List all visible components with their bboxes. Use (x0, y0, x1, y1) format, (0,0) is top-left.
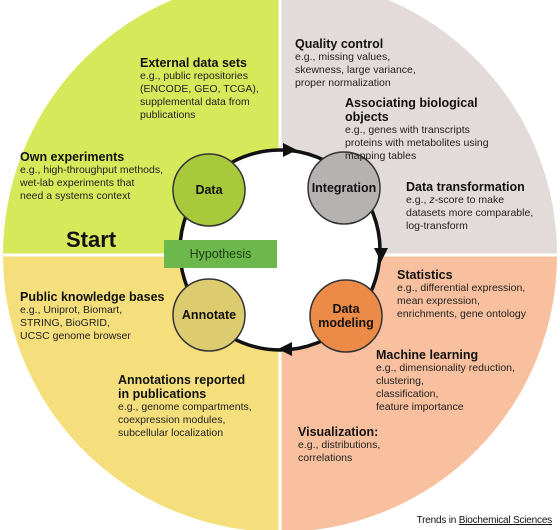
hypothesis-label: Hypothesis (189, 247, 252, 261)
section-machine-title: Machine learning (376, 348, 479, 362)
section-visualization-title: Visualization: (298, 425, 379, 439)
section-external-title: External data sets (140, 56, 247, 70)
section-statistics-body: e.g., differential expression, mean expr… (397, 282, 526, 320)
hypothesis-box: Hypothesis (164, 240, 277, 268)
section-external-data: External data sets e.g., public reposito… (140, 56, 280, 122)
start-label: Start (66, 227, 117, 252)
section-visualization: Visualization: e.g., distributions, corr… (298, 425, 448, 465)
transformation-body-italic: z (429, 194, 435, 206)
section-machine-body: e.g., dimensionality reduction, clusteri… (376, 362, 515, 413)
section-quality-control: Quality control e.g., missing values, sk… (295, 37, 455, 90)
section-statistics-title: Statistics (397, 268, 453, 282)
section-annotations-body: e.g., genome compartments, coexpression … (118, 401, 252, 439)
footer-journal: Biochemical Sciences (458, 515, 552, 526)
section-machine-learning: Machine learning e.g., dimensionality re… (376, 348, 556, 414)
section-annotations-title: Annotations reported in publications (118, 373, 246, 401)
footer-prefix: Trends in (416, 515, 459, 526)
section-public-knowledge: Public knowledge bases e.g., Uniprot, Bi… (20, 290, 180, 343)
section-annotations: Annotations reported in publications e.g… (118, 373, 283, 440)
section-own-experiments: Own experiments e.g., high-throughput me… (20, 150, 190, 203)
section-own-body: e.g., high-throughput methods, wet-lab e… (20, 164, 164, 202)
node-data-label: Data (195, 183, 223, 197)
section-associating-body: e.g., genes with transcripts proteins wi… (345, 124, 489, 162)
section-associating: Associating biological objects e.g., gen… (345, 96, 520, 163)
node-data (172, 153, 246, 227)
section-transformation-body: e.g., z-score to make datasets more comp… (406, 194, 556, 233)
node-integration (307, 151, 381, 225)
node-annotate-label: Annotate (181, 308, 237, 322)
node-modeling-label-line2: modeling (318, 316, 374, 330)
cycle-arrow-right (374, 248, 388, 262)
section-own-title: Own experiments (20, 150, 125, 164)
section-transformation-title: Data transformation (406, 180, 525, 194)
node-modeling-label-line1: Data (332, 302, 360, 316)
cycle-arrow-top (283, 143, 297, 157)
cycle-arrow-bottom (278, 342, 292, 356)
section-statistics: Statistics e.g., differential expression… (397, 268, 557, 321)
footer-credit: Trends in Biochemical Sciences (416, 515, 553, 526)
node-integration-label: Integration (311, 181, 377, 195)
section-visualization-body: e.g., distributions, correlations (298, 439, 381, 464)
section-data-transformation: Data transformation e.g., z-score to mak… (406, 180, 556, 233)
section-quality-body: e.g., missing values, skewness, large va… (295, 51, 416, 89)
node-data-modeling (309, 279, 383, 353)
section-quality-title: Quality control (295, 37, 384, 51)
section-public-body: e.g., Uniprot, Biomart, STRING, BioGRID,… (20, 304, 131, 342)
node-annotate (172, 278, 246, 352)
transformation-body-prefix: e.g., (406, 194, 430, 206)
section-public-title: Public knowledge bases (20, 290, 165, 304)
section-external-body: e.g., public repositories (ENCODE, GEO, … (140, 70, 259, 121)
transformation-body-rest: -score to make datasets more comparable,… (406, 194, 534, 232)
node-modeling-label: Data modeling (306, 302, 386, 330)
section-associating-title: Associating biological objects (345, 96, 478, 124)
